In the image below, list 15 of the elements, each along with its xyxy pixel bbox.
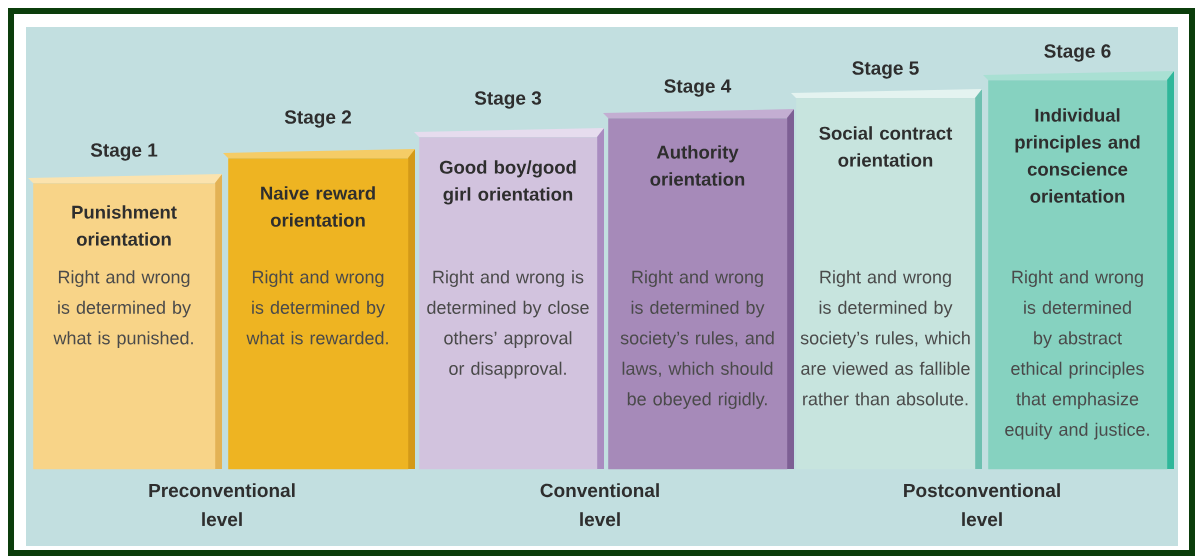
stage-label: Stage 2 xyxy=(284,110,351,128)
stage-column: Social contract orientation Right and wrong is determined by society’s rules, which are viewed as fallible rather than absolute. xyxy=(791,89,982,470)
stage-column: Authority orientation Right and wrong is determined by society’s rules, and laws, which should be obeyed rigidly. xyxy=(603,109,794,470)
stage-label: Stage 4 xyxy=(664,79,732,97)
level-label: Conventional level xyxy=(540,483,659,527)
stage-label: Stage 3 xyxy=(474,91,542,109)
level-label: Preconventional level xyxy=(149,483,295,527)
stage-column: Individual principles and conscience orientation Right and wrong is determined by abstract ethical principles that emphasize equity and justice. xyxy=(983,71,1174,470)
stage-label: Stage 6 xyxy=(1044,44,1111,62)
stage-label: Stage 5 xyxy=(852,61,919,79)
stage-column: Naive reward orientation Right and wrong is determined by what is rewarded. xyxy=(223,149,415,470)
stage-column: Punishment orientation Right and wrong is determined by what is punished. xyxy=(28,174,222,470)
level-label: Postconventional level xyxy=(904,483,1060,527)
stage-column: Good boy/good girl orientation Right and wrong is determined by close others’ approval or disapproval. xyxy=(414,128,604,470)
stage-label: Stage 1 xyxy=(90,143,158,161)
